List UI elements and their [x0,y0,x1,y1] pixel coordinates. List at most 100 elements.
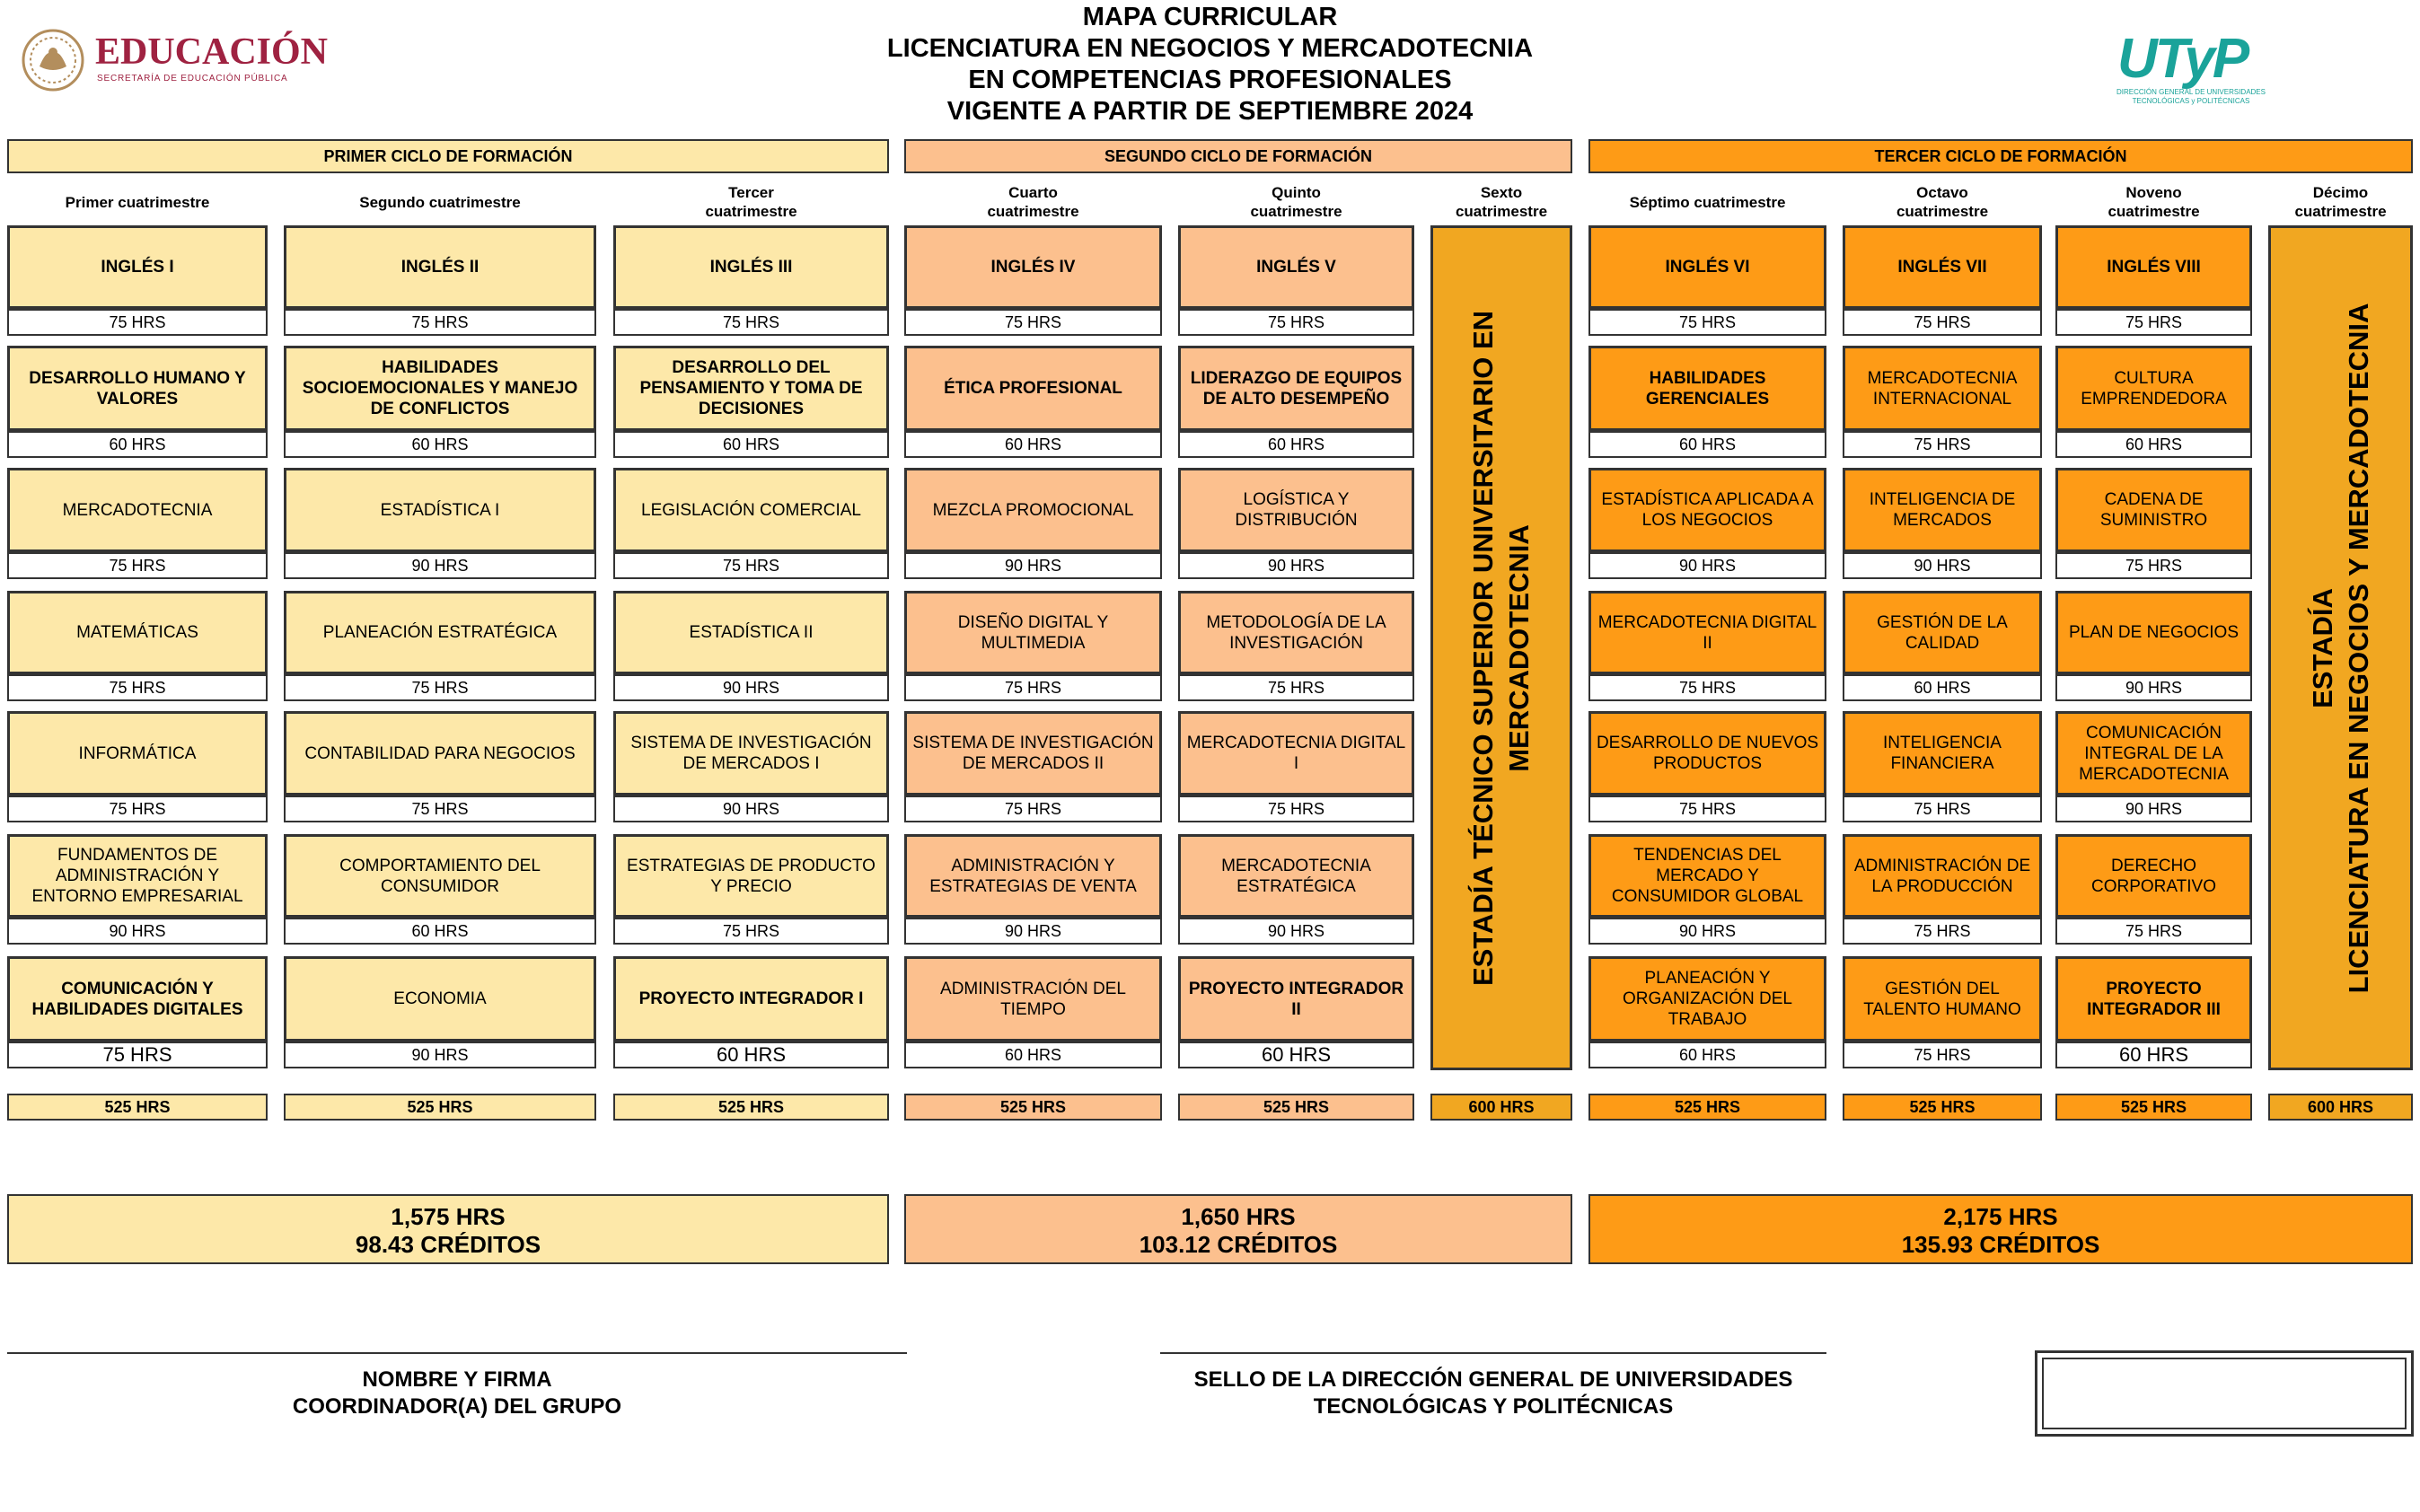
subject-box: MATEMÁTICAS [7,591,268,674]
semester-total-hours: 525 HRS [1843,1094,2042,1121]
subject-box: HABILIDADES SOCIOEMOCIONALES Y MANEJO DE… [284,346,596,431]
semester-total-hours: 525 HRS [1178,1094,1414,1121]
subject-hours: 75 HRS [1588,309,1826,336]
subject-hours: 75 HRS [7,552,268,579]
subject-box: GESTIÓN DE LA CALIDAD [1843,591,2042,674]
subject-box: INGLÉS VI [1588,225,1826,309]
subject-hours: 75 HRS [613,552,889,579]
internship-title-line: ESTADÍA [2306,587,2338,708]
semester-total-hours: 525 HRS [1588,1094,1826,1121]
subject-box: LIDERAZGO DE EQUIPOS DE ALTO DESEMPEÑO [1178,346,1414,431]
subject-box: LEGISLACIÓN COMERCIAL [613,468,889,552]
subject-box: ECONOMIA [284,956,596,1042]
grand-total-credits: 98.43 CRÉDITOS [355,1231,541,1258]
subject-hours: 90 HRS [904,918,1162,945]
subject-box: MERCADOTECNIA DIGITAL I [1178,711,1414,796]
sep-logo-subtitle: SECRETARÍA DE EDUCACIÓN PÚBLICA [97,74,288,84]
semester-header: Séptimo cuatrimestre [1629,193,1786,211]
grand-total-3: 2,175 HRS 135.93 CRÉDITOS [1588,1194,2413,1264]
subject-hours: 60 HRS [284,918,596,945]
subject-hours: 75 HRS [2055,918,2252,945]
subject-box: INGLÉS III [613,225,889,309]
subject-hours: 60 HRS [2055,1042,2252,1068]
subject-box: PLANEACIÓN Y ORGANIZACIÓN DEL TRABAJO [1588,956,1826,1042]
subject-hours: 60 HRS [1588,431,1826,458]
subject-hours: 75 HRS [284,309,596,336]
subject-hours: 75 HRS [1178,674,1414,701]
subject-box: MERCADOTECNIA INTERNACIONAL [1843,346,2042,431]
semester-header: Quinto cuatrimestre [1250,184,1342,220]
subject-box: COMUNICACIÓN INTEGRAL DE LA MERCADOTECNI… [2055,711,2252,796]
signature-label: TECNOLÓGICAS Y POLITÉCNICAS [1313,1394,1674,1419]
seal-box [2035,1350,2414,1437]
subject-box: ADMINISTRACIÓN Y ESTRATEGIAS DE VENTA [904,834,1162,918]
semester-header: Octavo cuatrimestre [1896,184,1989,220]
subject-hours: 75 HRS [1843,309,2042,336]
subject-box: INGLÉS IV [904,225,1162,309]
subject-hours: 60 HRS [1588,1042,1826,1068]
subject-hours: 75 HRS [284,796,596,822]
utp-logo: UTyP DIRECCIÓN GENERAL DE UNIVERSIDADES … [2101,31,2281,106]
utp-logo-sub-2: TECNOLÓGICAS y POLITÉCNICAS [2132,97,2250,105]
semester-total-hours: 600 HRS [2268,1094,2413,1121]
subject-hours: 60 HRS [904,1042,1162,1068]
semester-header: Sexto cuatrimestre [1455,184,1548,220]
semester-header: Tercer cuatrimestre [705,184,797,220]
subject-box: PROYECTO INTEGRADOR III [2055,956,2252,1042]
subject-box: ESTADÍSTICA II [613,591,889,674]
semester-header: Primer cuatrimestre [65,193,210,211]
subject-hours: 60 HRS [7,431,268,458]
semester-header: Cuarto cuatrimestre [987,184,1079,220]
subject-hours: 90 HRS [2055,796,2252,822]
signature-line-seal [1160,1352,1826,1354]
internship-title: ESTADÍA TÉCNICO SUPERIOR UNIVERSITARIO E… [1465,310,1537,985]
subject-box: FUNDAMENTOS DE ADMINISTRACIÓN Y ENTORNO … [7,834,268,918]
subject-box: PLAN DE NEGOCIOS [2055,591,2252,674]
title-line-3: EN COMPETENCIAS PROFESIONALES [968,66,1452,94]
subject-box: CONTABILIDAD PARA NEGOCIOS [284,711,596,796]
subject-hours: 90 HRS [2055,674,2252,701]
subject-hours: 90 HRS [613,796,889,822]
internship-title-line: LICENCIATURA EN NEGOCIOS Y MERCADOTECNIA [2342,303,2374,993]
subject-box: INTELIGENCIA FINANCIERA [1843,711,2042,796]
cycle-banner-2: SEGUNDO CICLO DE FORMACIÓN [904,139,1572,173]
subject-box: MEZCLA PROMOCIONAL [904,468,1162,552]
subject-box: ESTADÍSTICA I [284,468,596,552]
signature-label: SELLO DE LA DIRECCIÓN GENERAL DE UNIVERS… [1193,1367,1793,1392]
cycle-banner-3: TERCER CICLO DE FORMACIÓN [1588,139,2413,173]
utp-logo-mark: UTyP [2117,28,2249,90]
subject-box: ÉTICA PROFESIONAL [904,346,1162,431]
subject-box: PROYECTO INTEGRADOR I [613,956,889,1042]
semester-total-hours: 525 HRS [7,1094,268,1121]
subject-box: ADMINISTRACIÓN DE LA PRODUCCIÓN [1843,834,2042,918]
signature-seal: SELLO DE LA DIRECCIÓN GENERAL DE UNIVERS… [1160,1367,1826,1420]
subject-hours: 75 HRS [2055,552,2252,579]
subject-hours: 90 HRS [284,1042,596,1068]
subject-hours: 75 HRS [904,309,1162,336]
subject-hours: 75 HRS [613,309,889,336]
signature-line-coordinator [7,1352,907,1354]
subject-box: INFORMÁTICA [7,711,268,796]
subject-box: INGLÉS VIII [2055,225,2252,309]
subject-box: COMPORTAMIENTO DEL CONSUMIDOR [284,834,596,918]
subject-hours: 90 HRS [1843,552,2042,579]
subject-hours: 75 HRS [1843,918,2042,945]
semester-total-hours: 525 HRS [904,1094,1162,1121]
subject-box: DERECHO CORPORATIVO [2055,834,2252,918]
subject-box: LOGÍSTICA Y DISTRIBUCIÓN [1178,468,1414,552]
subject-hours: 90 HRS [1588,552,1826,579]
subject-hours: 75 HRS [1843,431,2042,458]
subject-box: MERCADOTECNIA DIGITAL II [1588,591,1826,674]
subject-box: SISTEMA DE INVESTIGACIÓN DE MERCADOS I [613,711,889,796]
subject-hours: 75 HRS [1588,796,1826,822]
subject-hours: 75 HRS [284,674,596,701]
subject-box: PLANEACIÓN ESTRATÉGICA [284,591,596,674]
semester-header: Segundo cuatrimestre [359,193,521,211]
subject-box: METODOLOGÍA DE LA INVESTIGACIÓN [1178,591,1414,674]
subject-hours: 60 HRS [1843,674,2042,701]
subject-box: COMUNICACIÓN Y HABILIDADES DIGITALES [7,956,268,1042]
subject-box: ESTADÍSTICA APLICADA A LOS NEGOCIOS [1588,468,1826,552]
grand-total-hours: 1,575 HRS [391,1203,506,1230]
subject-box: DESARROLLO DE NUEVOS PRODUCTOS [1588,711,1826,796]
